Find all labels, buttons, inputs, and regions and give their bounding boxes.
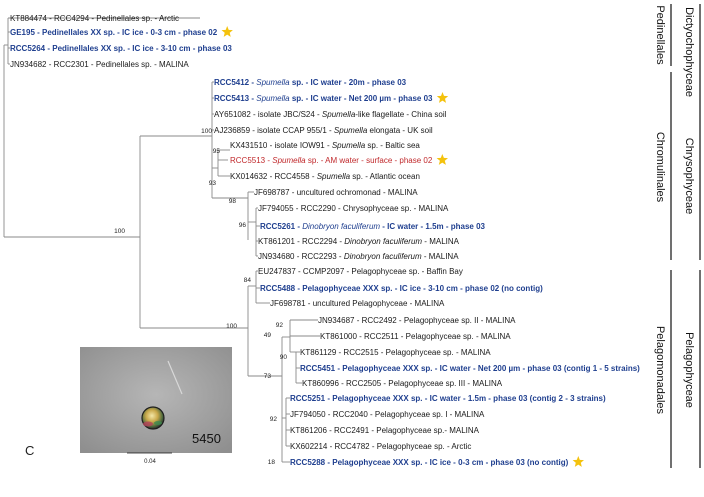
leaf-label-ge195: GE195 - Pedinellales XX sp. - IC ice - 0… (10, 28, 218, 37)
order-label-pedinellales: Pedinellales (654, 5, 666, 65)
tree-leaf-labels: KT884474 - RCC4294 - Pedinellales sp. - … (10, 14, 640, 467)
scale-bar-label: 0.04 (144, 459, 156, 465)
leaf-label-rcc5264: RCC5264 - Pedinellales XX sp. - IC ice -… (10, 44, 232, 53)
leaf-label-jn934680: JN934680 - RCC2293 - Dinobryon faculifer… (258, 252, 459, 261)
leaf-label-kt860996: KT860996 - RCC2505 - Pelagophyceae sp. I… (302, 379, 503, 388)
leaf-label-rcc5251: RCC5251 - Pelagophyceae XXX sp. - IC wat… (290, 394, 606, 403)
order-label-chromulinales: Chromulinales (654, 132, 666, 203)
leaf-label-rcc5261: RCC5261 - Dinobryon faculiferum - IC wat… (260, 222, 486, 231)
bootstrap-value: 96 (239, 222, 247, 229)
leaf-label-eu247837: EU247837 - CCMP2097 - Pelagophyceae sp. … (258, 267, 463, 276)
panel-letter: C (25, 443, 34, 458)
class-label-dictyochophyceae: Dictyochophyceae (683, 7, 695, 97)
bootstrap-value: 90 (280, 354, 288, 361)
leaf-label-rcc5513: RCC5513 - Spumella sp. - AM water - surf… (230, 156, 433, 165)
class-label-pelagophyceae: Pelagophyceae (683, 332, 695, 408)
micrograph-strain-label: 5450 (192, 431, 221, 446)
leaf-label-ay651082: AY651082 - isolate JBC/S24 - Spumella-li… (214, 110, 447, 119)
leaf-label-rcc5288: RCC5288 - Pelagophyceae XXX sp. - IC ice… (290, 458, 569, 467)
order-label-pelagomonadales: Pelagomonadales (654, 326, 666, 415)
micrograph-inset: 5450 (80, 347, 232, 453)
leaf-label-kt861206: KT861206 - RCC2491 - Pelagophyceae sp.- … (290, 426, 480, 435)
leaf-label-kt861201: KT861201 - RCC2294 - Dinobryon faculifer… (258, 237, 460, 246)
group-bars (670, 4, 701, 468)
scale-bar: 0.04 (127, 452, 172, 465)
star-icon (436, 154, 448, 165)
leaf-label-kx014632: KX014632 - RCC4558 - Spumella sp. - Atla… (230, 172, 420, 181)
leaf-label-jf794050: JF794050 - RCC2040 - Pelagophyceae sp. I… (290, 410, 485, 419)
bootstrap-value: 84 (244, 277, 252, 284)
leaf-label-kt861129: KT861129 - RCC2515 - Pelagophyceae sp. -… (300, 348, 491, 357)
star-icon (572, 456, 584, 467)
highlight-stars (221, 26, 584, 467)
bootstrap-value: 92 (276, 322, 284, 329)
leaf-label-jn934687: JN934687 - RCC2492 - Pelagophyceae sp. I… (318, 316, 516, 325)
leaf-label-aj236859: AJ236859 - isolate CCAP 955/1 - Spumella… (214, 126, 433, 135)
leaf-label-jf698781: JF698781 - uncultured Pelagophyceae - MA… (270, 299, 445, 308)
bootstrap-value: 98 (229, 198, 237, 205)
bootstrap-value: 100 (114, 228, 125, 235)
leaf-label-kt884474: KT884474 - RCC4294 - Pedinellales sp. - … (10, 14, 179, 23)
bootstrap-value: 18 (268, 459, 276, 466)
bootstrap-value: 100 (201, 128, 212, 135)
tree-branches (3, 17, 320, 463)
bootstrap-value: 73 (264, 373, 272, 380)
leaf-label-jn934682: JN934682 - RCC2301 - Pedinellales sp. - … (10, 60, 189, 69)
star-icon (221, 26, 233, 37)
leaf-label-kx602214: KX602214 - RCC4782 - Pelagophyceae sp. -… (290, 442, 471, 451)
bootstrap-value: 92 (270, 416, 278, 423)
leaf-label-rcc5488: RCC5488 - Pelagophyceae XXX sp. - IC ice… (260, 284, 543, 293)
leaf-label-rcc5451: RCC5451 - Pelagophyceae XXX sp. - IC wat… (300, 364, 640, 373)
bootstrap-value: 100 (226, 323, 237, 330)
bootstrap-value: 95 (213, 148, 221, 155)
leaf-label-kt861000: KT861000 - RCC2511 - Pelagophyceae sp. -… (320, 332, 511, 341)
star-icon (436, 92, 449, 103)
bootstrap-value: 49 (264, 332, 272, 339)
leaf-label-jf698787: JF698787 - uncultured ochromonad - MALIN… (254, 188, 418, 197)
leaf-label-rcc5413: RCC5413 - Spumella sp. - IC water - Net … (214, 94, 433, 103)
leaf-label-jf794055: JF794055 - RCC2290 - Chrysophyceae sp. -… (258, 204, 449, 213)
bootstrap-values: 100 95 93 98 96 100 84 49 92 90 73 92 18 100 (114, 128, 287, 466)
leaf-label-kx431510: KX431510 - isolate IOW91 - Spumella sp. … (230, 141, 420, 150)
class-label-chrysophyceae: Chrysophyceae (683, 138, 695, 214)
leaf-label-rcc5412: RCC5412 - Spumella sp. - IC water - 20m … (214, 78, 407, 87)
bootstrap-value: 93 (209, 180, 217, 187)
